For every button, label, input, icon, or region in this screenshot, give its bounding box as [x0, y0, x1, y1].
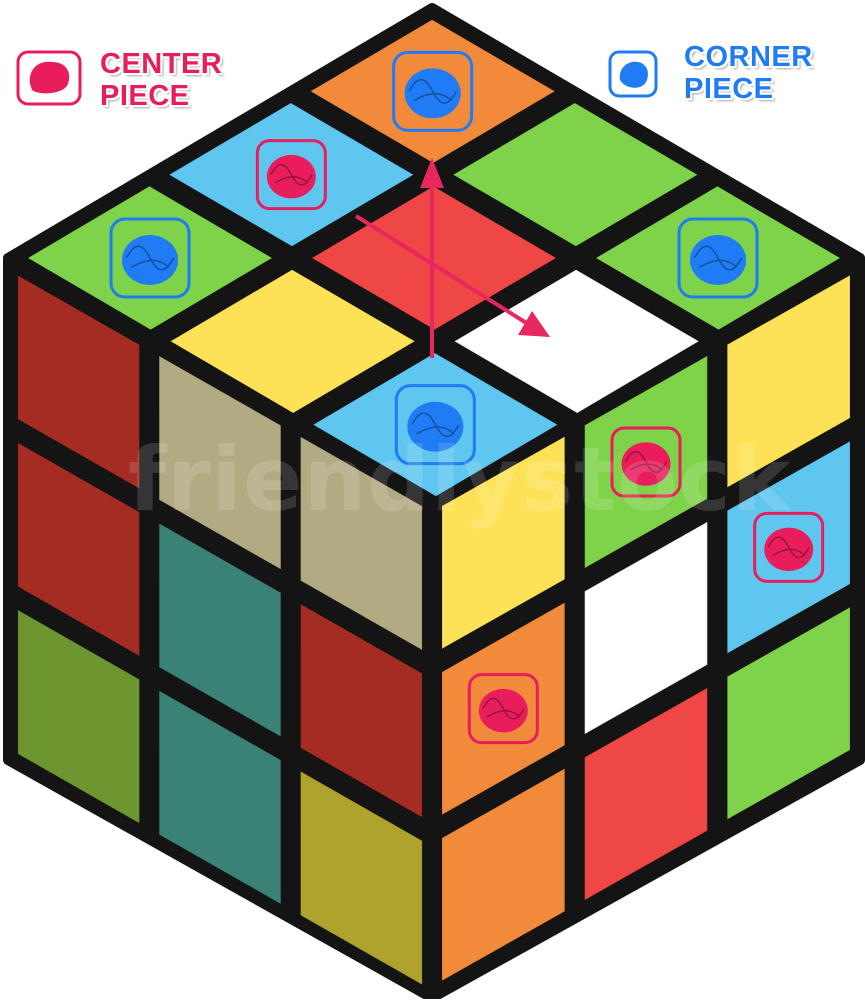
left-face-sticker	[158, 522, 282, 738]
center-piece-mark	[753, 511, 825, 583]
right-face-sticker	[584, 687, 708, 901]
corner-piece-mark	[392, 50, 474, 132]
left-face-sticker	[158, 690, 282, 905]
left-face-sticker	[300, 436, 423, 651]
center-piece-mark	[255, 139, 327, 211]
center-piece-legend: CENTER PIECE	[100, 48, 222, 112]
rotation-arrows	[354, 158, 550, 358]
center-piece-legend-icon	[16, 50, 82, 106]
corner-legend-line2: PIECE	[684, 73, 774, 105]
left-face-sticker	[17, 274, 140, 490]
corner-piece-mark	[677, 217, 759, 299]
piece-marks	[109, 50, 825, 745]
left-face-sticker	[158, 355, 282, 570]
corner-piece-mark	[394, 384, 476, 466]
right-face-sticker	[584, 521, 708, 735]
left-face-sticker	[300, 603, 423, 818]
center-legend-line1: CENTER	[100, 48, 223, 80]
center-legend-line2: PIECE	[100, 80, 190, 112]
right-face-sticker	[441, 436, 566, 650]
cube-faces	[3, 3, 865, 1003]
right-face-sticker	[726, 274, 851, 488]
top-face-sticker	[452, 102, 698, 247]
center-piece-mark	[467, 673, 539, 745]
corner-piece-mark	[109, 217, 191, 299]
corner-piece-legend-icon	[608, 50, 658, 98]
right-face-sticker	[441, 768, 566, 982]
top-face-sticker	[454, 269, 700, 414]
center-piece-mark	[610, 426, 682, 498]
top-face-sticker	[170, 269, 416, 414]
arrow-diagonal-head	[518, 311, 550, 337]
left-face-sticker	[17, 442, 140, 657]
corner-legend-line1: CORNER	[684, 41, 813, 73]
right-face-sticker	[726, 606, 851, 820]
arrow-vertical-head	[420, 158, 444, 188]
left-face-sticker	[17, 609, 140, 824]
corner-piece-legend: CORNER PIECE	[684, 41, 813, 105]
left-face-sticker	[300, 770, 423, 986]
arrow-diagonal	[354, 214, 530, 326]
